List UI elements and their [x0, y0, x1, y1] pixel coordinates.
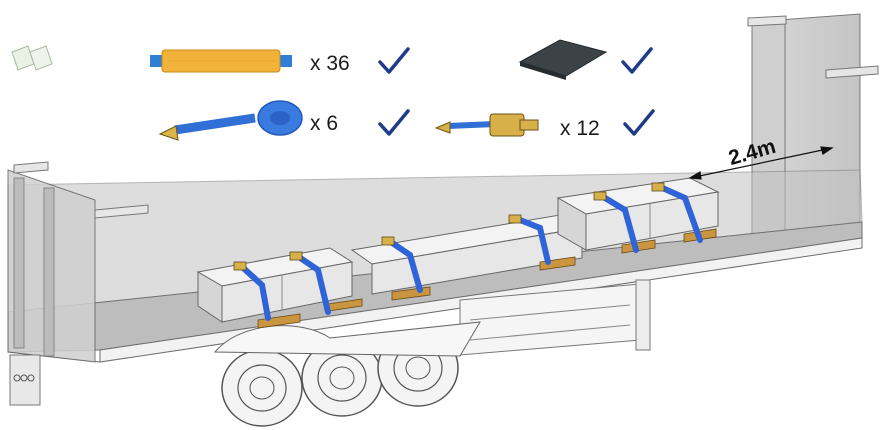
- checkmark-icon: [378, 109, 410, 136]
- checkmark-icon: [623, 109, 655, 136]
- strap-ratchets: [233, 182, 665, 271]
- wheels: [213, 321, 481, 427]
- ratchet-quantity: x 12: [560, 117, 600, 140]
- wheel-1: [221, 349, 303, 427]
- webbing-quantity: x 6: [310, 112, 339, 135]
- dimension-arrow: [688, 146, 834, 180]
- chassis: [459, 279, 651, 356]
- webbing-roll-icon: [158, 100, 303, 141]
- straps: [237, 183, 703, 321]
- ratchet-icon: [434, 113, 539, 137]
- front-wall: [7, 161, 149, 406]
- strap-sleeve-icon: [150, 49, 292, 73]
- sleeve-quantity: x 36: [310, 52, 350, 75]
- checkmark-icon: [378, 47, 410, 74]
- anti-slip-mat-icon: [518, 39, 608, 80]
- checkmark-icon: [621, 47, 653, 74]
- edge-protector-icon: [11, 45, 53, 71]
